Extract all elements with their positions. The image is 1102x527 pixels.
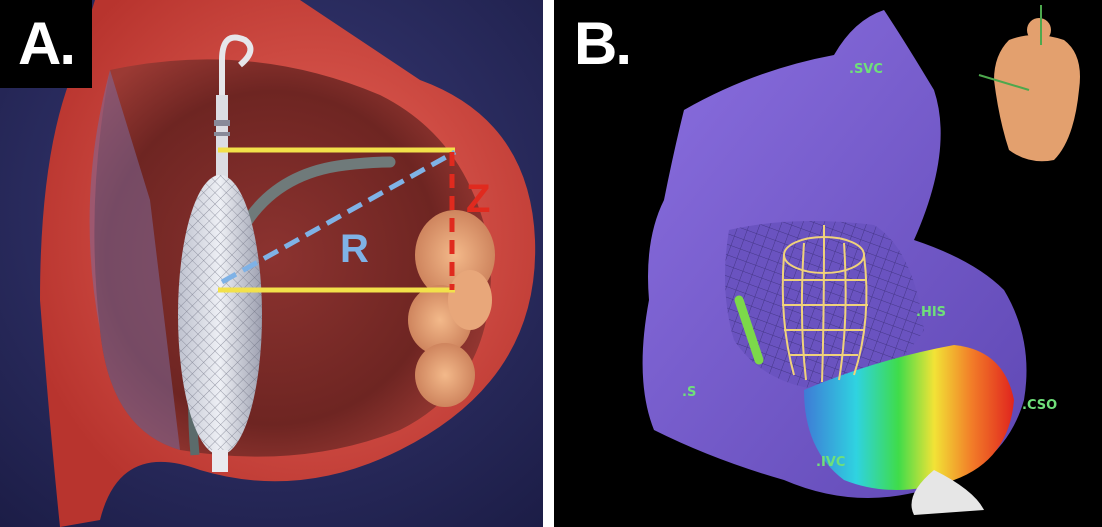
catheter-shaft — [216, 95, 228, 185]
panel-b-3d-map: B. .SVC .HIS .CSO .IVC .S — [554, 0, 1102, 527]
panel-b-label: B. — [554, 0, 650, 88]
svc-label: .SVC — [849, 62, 883, 77]
cso-label: .CSO — [1022, 398, 1057, 413]
panel-a-label: A. — [0, 0, 92, 88]
s-label: .S — [682, 385, 696, 400]
panel-a-illustration: R Z A. — [0, 0, 543, 527]
r-label: R — [340, 227, 369, 271]
his-label: .HIS — [916, 305, 946, 320]
z-label: Z — [466, 177, 490, 221]
ivc-label: .IVC — [816, 455, 845, 470]
